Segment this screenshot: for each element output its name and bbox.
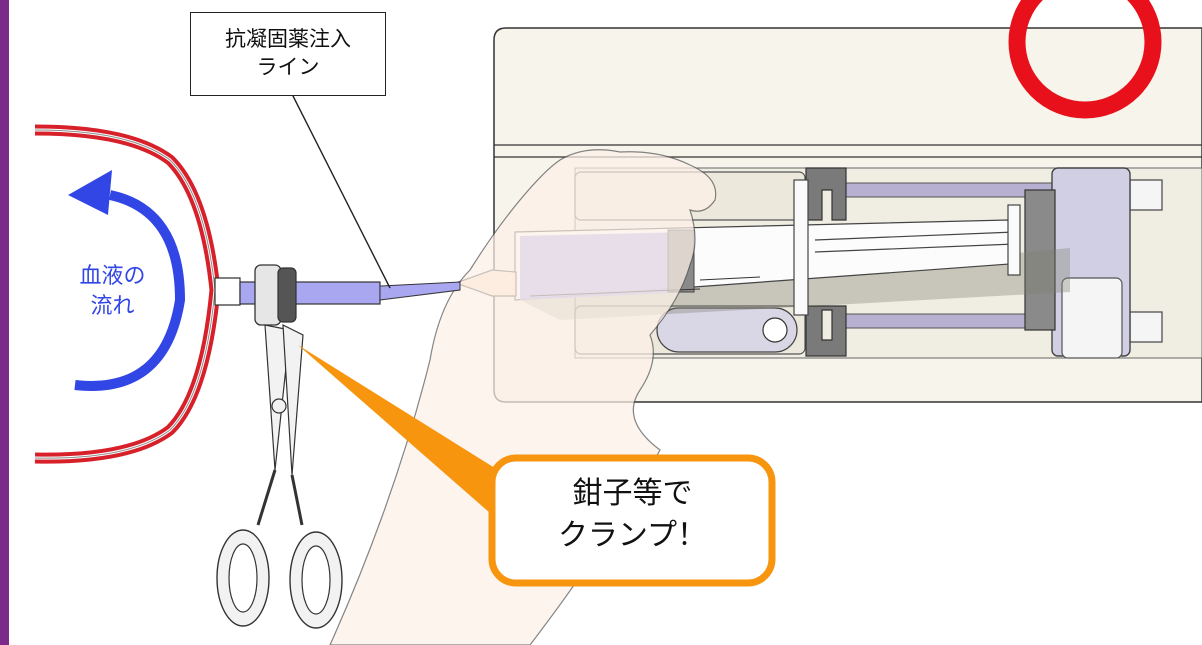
clamp-note-label: 鉗子等で クランプ！ — [490, 455, 775, 585]
left-border — [0, 0, 9, 645]
circle-icon — [1008, 0, 1162, 119]
clamp-note-line-1: 鉗子等で — [572, 476, 693, 511]
hand — [329, 149, 717, 645]
blood-flow-label: 血液の 流れ — [55, 262, 170, 322]
clamp-note-line-2: クランプ！ — [557, 518, 708, 553]
clamp-callout — [298, 345, 776, 587]
forceps-icon — [216, 264, 343, 629]
anticoagulant-line-label-line-2: ライン — [256, 55, 320, 79]
curved-arrow-icon — [68, 170, 186, 391]
anticoagulant-line-label: 抗凝固薬注入 ライン — [190, 12, 386, 96]
blood-flow-label-line-2: 流れ — [90, 294, 135, 319]
anticoagulant-tube — [214, 89, 461, 306]
anticoagulant-line-label-line-1: 抗凝固薬注入 — [225, 27, 351, 51]
blood-flow-label-line-1: 血液の — [79, 264, 146, 289]
